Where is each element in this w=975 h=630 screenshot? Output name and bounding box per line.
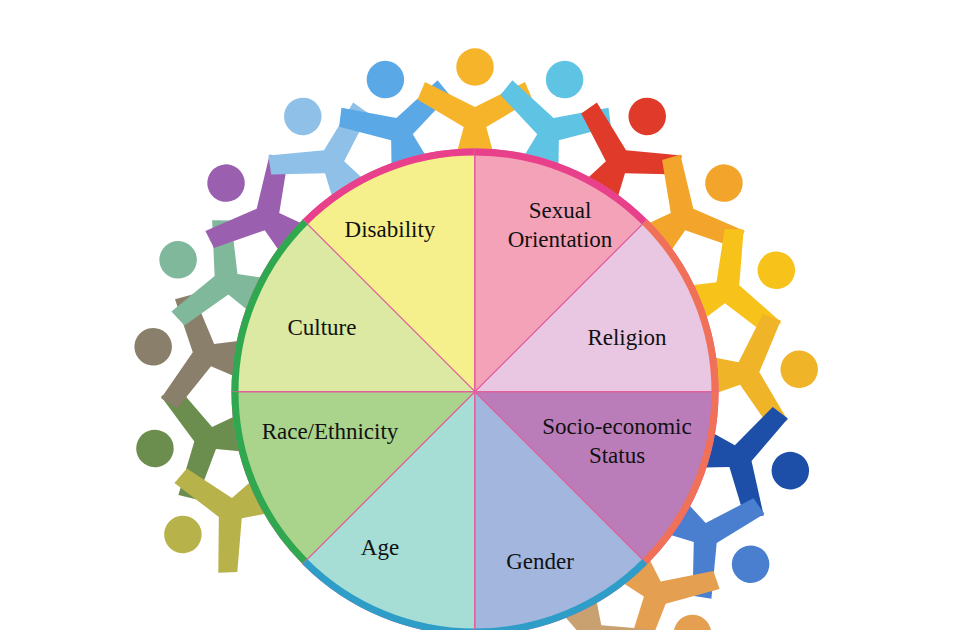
wedge-label: Disability [325, 216, 455, 245]
wedge-label: Age [330, 534, 430, 563]
wedge-label: Race/Ethnicity [245, 418, 415, 447]
wedge-label: Religion [567, 324, 687, 353]
wedge-shape [228, 217, 475, 392]
wedge-label: Socio-economic Status [532, 413, 702, 471]
wedge-label: Sexual Orientation [490, 197, 630, 255]
wedge-label: Culture [262, 314, 382, 343]
wheel-wedge: Culture [228, 217, 475, 392]
wedge-label: Gender [485, 548, 595, 577]
